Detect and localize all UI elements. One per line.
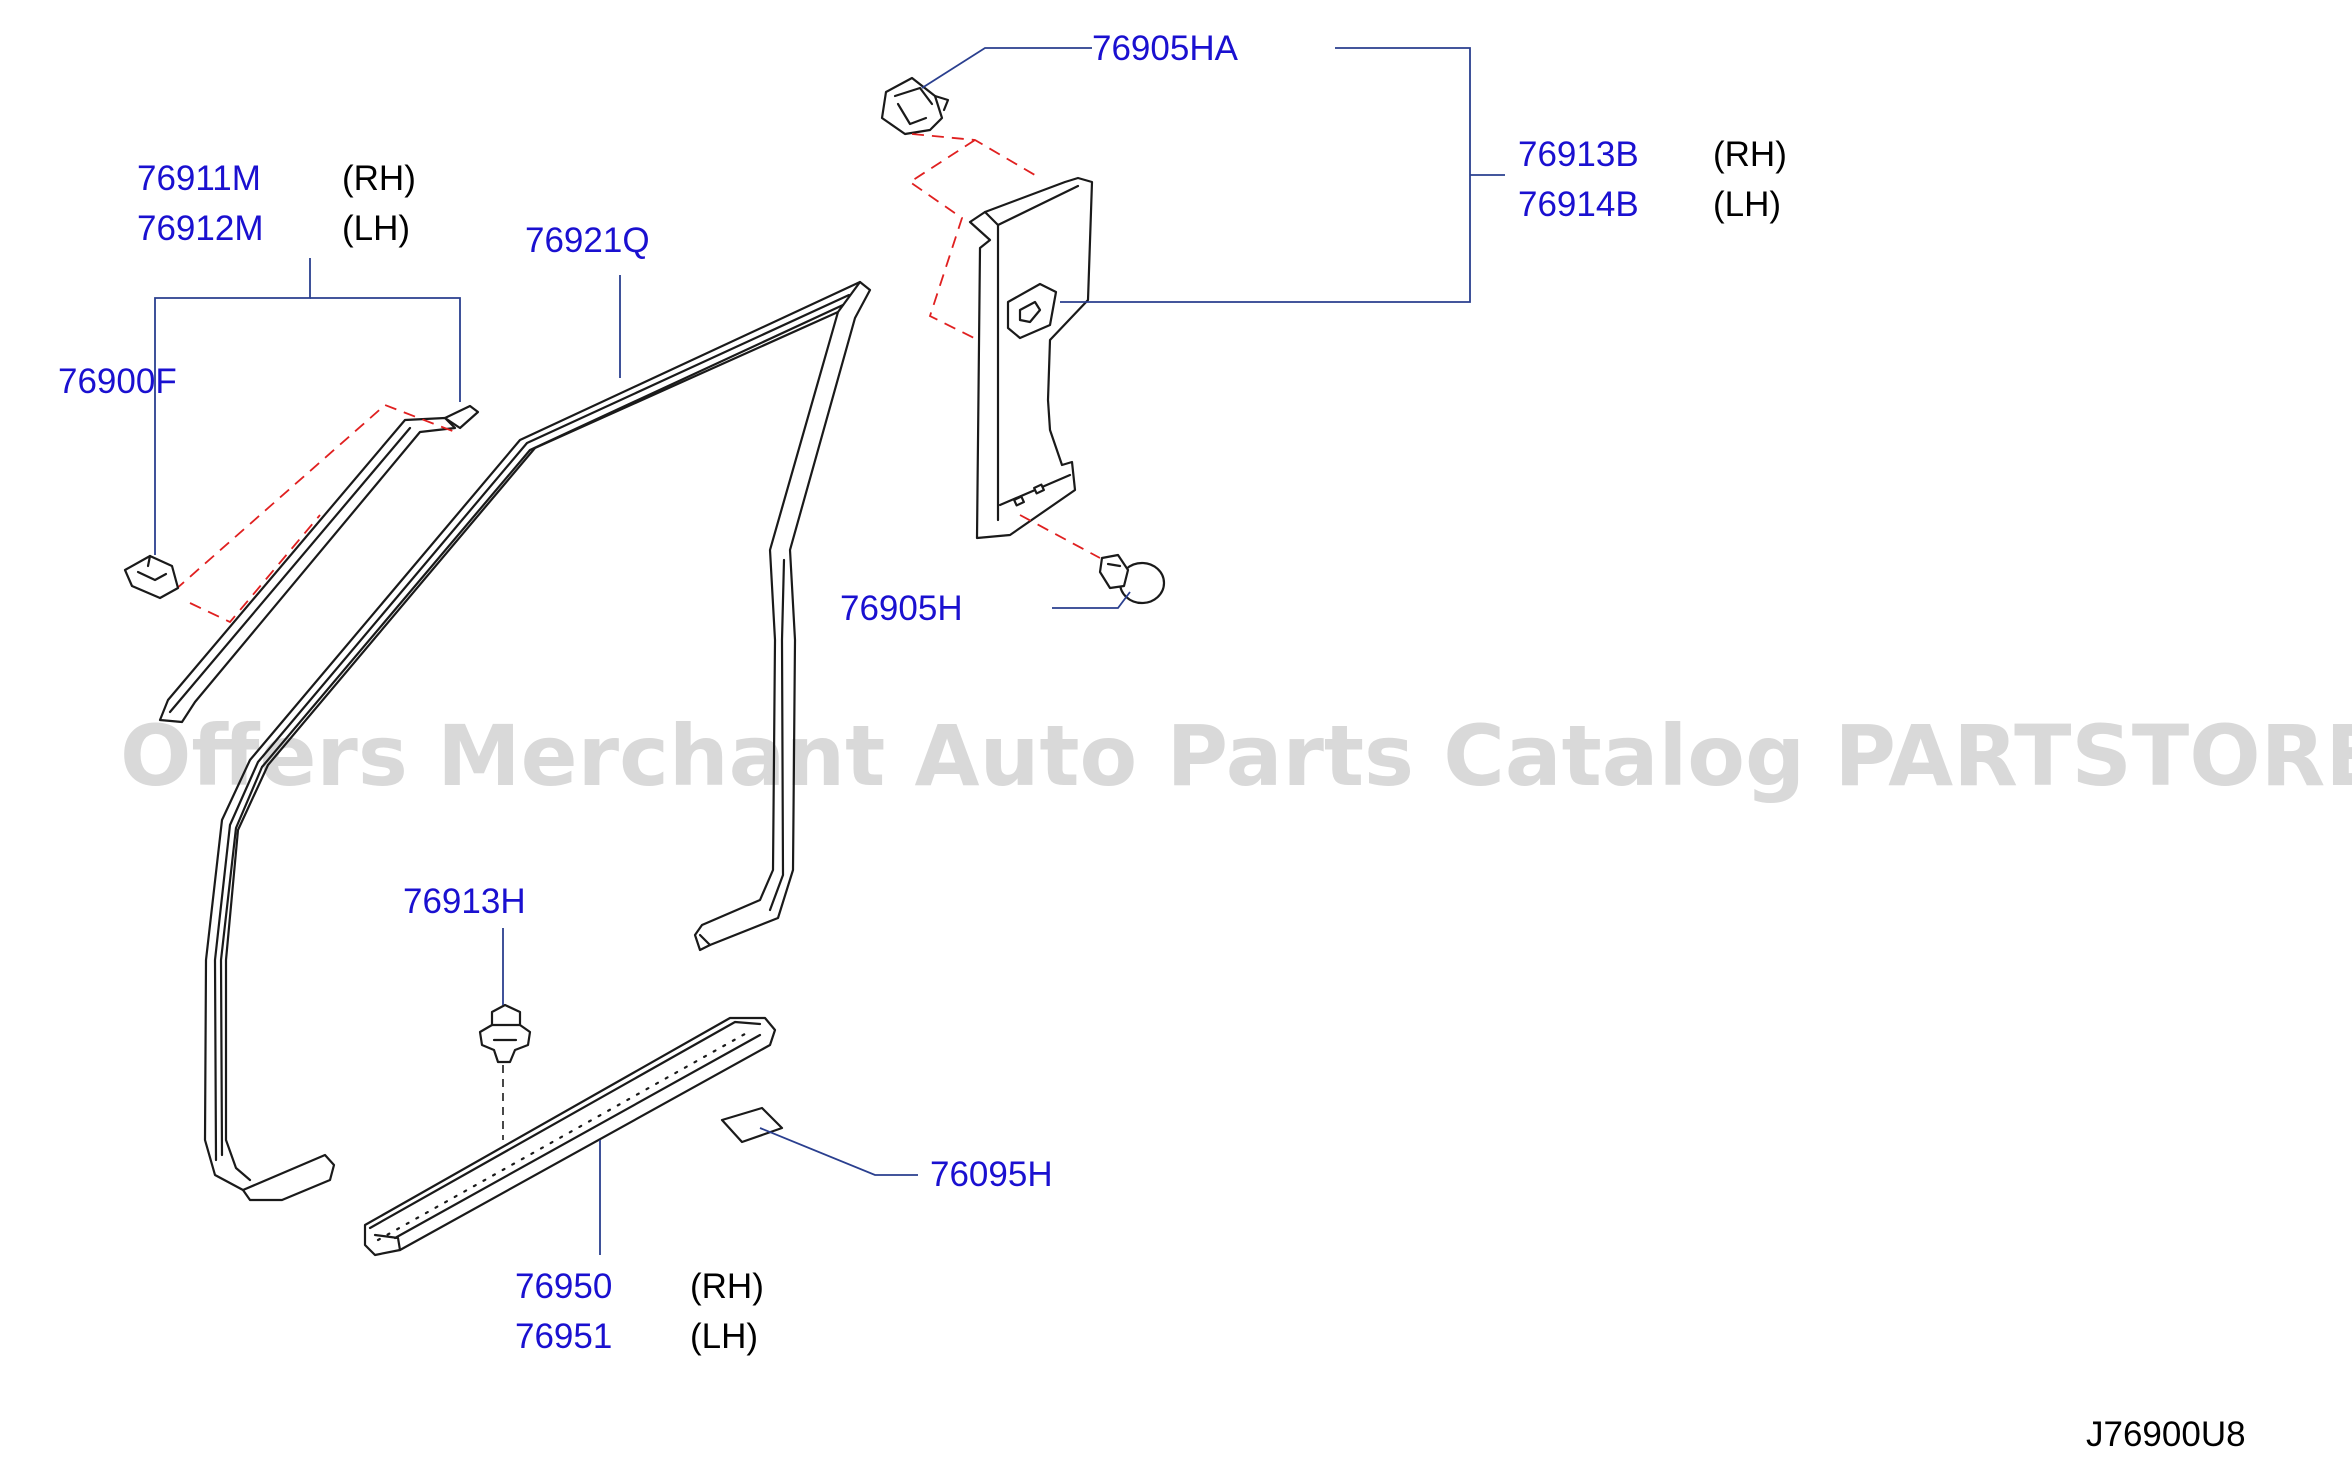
guide-76900F-lower xyxy=(189,514,321,624)
part-number-76921Q: 76921Q xyxy=(525,221,650,260)
guide-76900F-to-garnish xyxy=(174,403,456,591)
side-76914B: (LH) xyxy=(1713,185,1781,224)
clip-76900F xyxy=(123,554,180,600)
part-number-76095H: 76095H xyxy=(930,1155,1053,1194)
label-76095H xyxy=(720,1106,784,1144)
part-number-76905H: 76905H xyxy=(840,589,963,628)
watermark-text: Offers Merchant Auto Parts Catalog PARTS… xyxy=(120,707,2352,805)
part-number-76905HA: 76905HA xyxy=(1092,29,1239,68)
side-76912M: (LH) xyxy=(342,209,410,248)
part-number-76900F: 76900F xyxy=(58,362,177,401)
guide-76905H xyxy=(1019,514,1101,559)
part-number-76950: 76950 xyxy=(515,1267,612,1306)
side-76911M: (RH) xyxy=(342,159,416,198)
clip-76905HA xyxy=(880,76,950,136)
part-number-76914B: 76914B xyxy=(1518,185,1639,224)
diagram-reference-code: J76900U8 xyxy=(2086,1415,2246,1454)
clip-76913H xyxy=(478,1003,532,1064)
center-pillar-garnish xyxy=(968,176,1094,540)
part-number-76913H: 76913H xyxy=(403,882,526,921)
guide-76905HA-side xyxy=(908,139,979,341)
part-number-76912M: 76912M xyxy=(137,209,263,248)
part-number-76911M: 76911M xyxy=(137,159,261,198)
door-opening-weatherstrip xyxy=(203,280,872,1202)
side-76950: (RH) xyxy=(690,1267,764,1306)
side-76913B: (RH) xyxy=(1713,135,1787,174)
kicking-plate xyxy=(363,1016,777,1257)
clip-76905H xyxy=(1098,553,1166,605)
front-pillar-garnish xyxy=(158,404,480,724)
guide-76905HA-top xyxy=(911,133,1041,179)
part-number-76951: 76951 xyxy=(515,1317,612,1356)
leader-lines xyxy=(154,47,1505,1255)
side-76951: (LH) xyxy=(690,1317,758,1356)
part-number-76913B: 76913B xyxy=(1518,135,1639,174)
